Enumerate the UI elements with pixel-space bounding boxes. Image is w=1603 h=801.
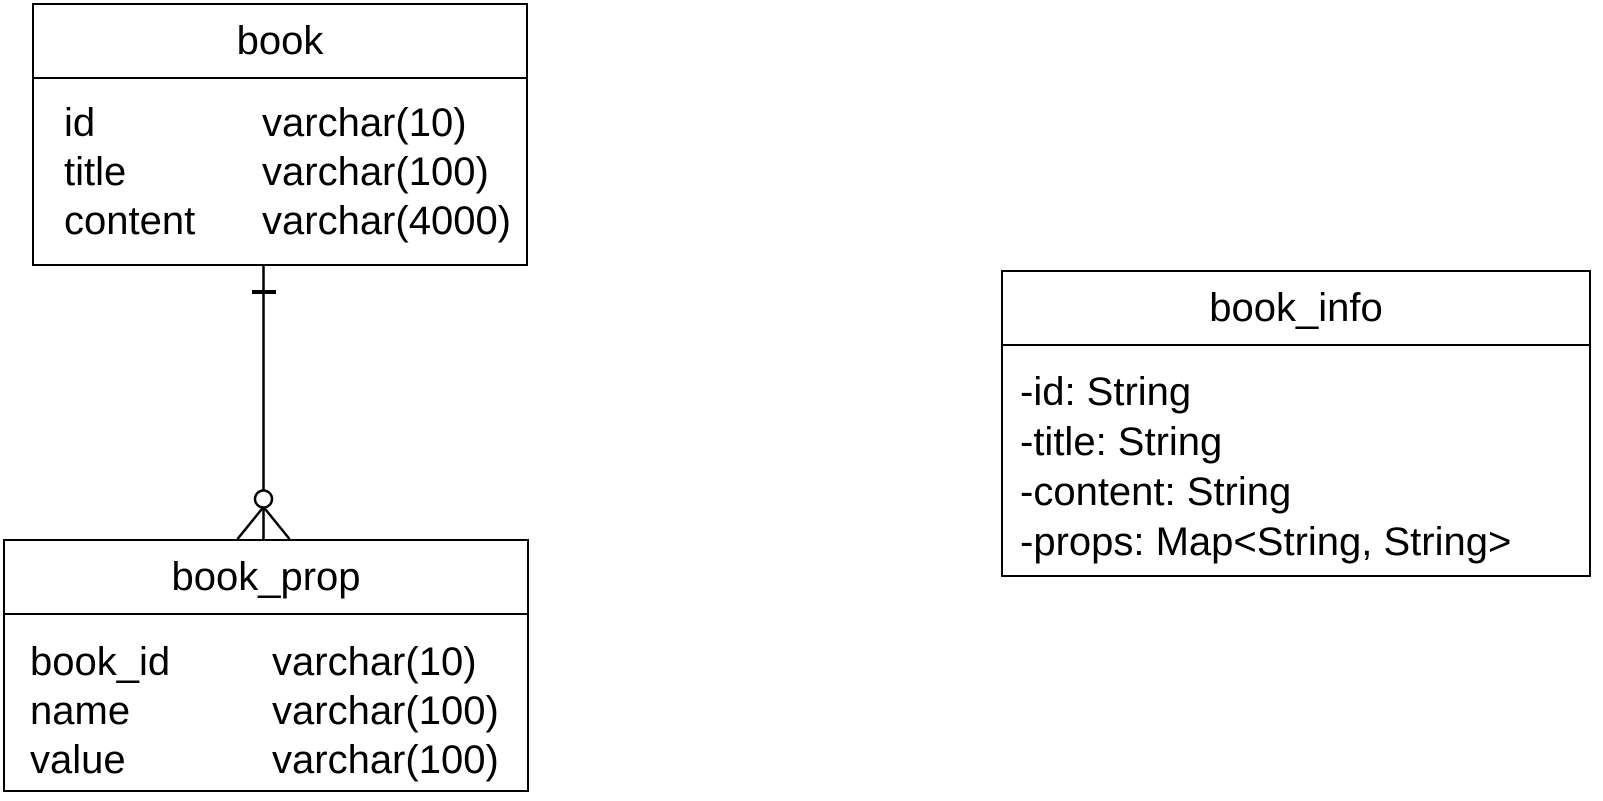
field-row: id varchar(10) xyxy=(64,99,526,148)
field-name: id xyxy=(64,101,96,145)
entity-book-prop: book_prop book_id varchar(10) name varch… xyxy=(3,539,529,792)
field-type: varchar(100) xyxy=(272,689,499,733)
entity-book-prop-fields: book_id varchar(10) name varchar(100) va… xyxy=(5,615,527,785)
entity-book-fields: id varchar(10) title varchar(100) conten… xyxy=(34,79,526,246)
member-row: -content: String xyxy=(1020,470,1292,514)
field-row: value varchar(100) xyxy=(30,736,527,785)
field-row: content varchar(4000) xyxy=(64,197,526,246)
member-row: -title: String xyxy=(1020,420,1223,464)
entity-book-prop-title: book_prop xyxy=(5,541,527,615)
field-type: varchar(100) xyxy=(262,150,489,194)
member-row: -props: Map<String, String> xyxy=(1020,520,1512,564)
field-name: book_id xyxy=(30,640,171,684)
entity-book-title: book xyxy=(34,5,526,79)
field-row: book_id varchar(10) xyxy=(30,638,527,687)
entity-book-info-members: -id: String -title: String -content: Str… xyxy=(1003,346,1589,567)
field-name: content xyxy=(64,199,196,243)
field-type: varchar(10) xyxy=(262,101,467,145)
field-name: value xyxy=(30,738,126,782)
field-type: varchar(100) xyxy=(272,738,499,782)
field-name: name xyxy=(30,689,131,733)
entity-book-info: book_info -id: String -title: String -co… xyxy=(1001,270,1591,577)
cardinality-zero-circle-icon xyxy=(253,489,274,509)
field-row: name varchar(100) xyxy=(30,687,527,736)
field-row: title varchar(100) xyxy=(64,148,526,197)
field-type: varchar(10) xyxy=(272,640,477,684)
entity-book: book id varchar(10) title varchar(100) c… xyxy=(32,3,528,266)
field-type: varchar(4000) xyxy=(262,199,512,243)
entity-book-info-title: book_info xyxy=(1003,272,1589,346)
member-row: -id: String xyxy=(1020,370,1192,414)
crow-foot-icon xyxy=(236,506,291,540)
field-name: title xyxy=(64,150,127,194)
